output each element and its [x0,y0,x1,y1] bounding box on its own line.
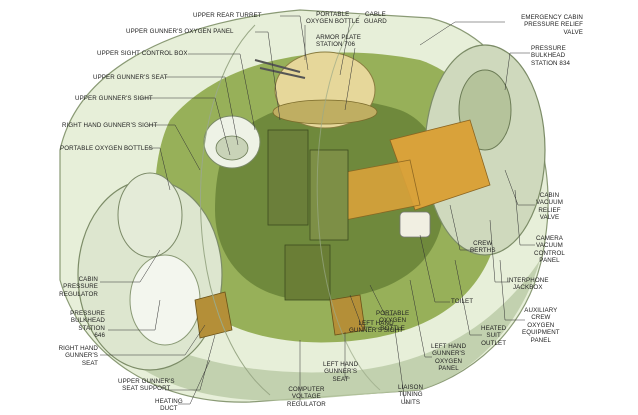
label-upper-gunners-seat: UPPER GUNNER'S SEAT [93,74,168,81]
label-cable-guard: CABLE GUARD [364,11,387,26]
label-portable-oxygen-bottle-low: PORTABLE OXYGEN BOTTLE [376,310,410,332]
label-interphone-jackbox: INTERPHONE JACKBOX [507,277,549,292]
upper-sight-inner [215,135,249,161]
label-portable-oxygen-bottles: PORTABLE OXYGEN BOTTLES [60,145,153,152]
label-cabin-vacuum-relief-valve: CABIN VACUUM RELIEF VALVE [536,192,563,222]
label-upper-rear-turret: UPPER REAR TURRET [193,12,262,19]
label-computer-voltage-regulator: COMPUTER VOLTAGE REGULATOR [287,386,326,408]
label-toilet: TOILET [451,298,474,305]
equipment-rack-3 [284,244,331,301]
hull-rib-1 [200,24,271,396]
label-armor-plate-station: ARMOR PLATE STATION 706 [316,34,361,49]
label-heating-duct: HEATING DUCT [155,398,183,413]
label-upper-gunners-oxygen-panel: UPPER GUNNER'S OXYGEN PANEL [126,28,234,35]
equipment-rack-2 [309,149,349,241]
label-heated-suit-outlet: HEATED SUIT OUTLET [481,325,507,347]
label-upper-gunners-sight: UPPER GUNNER'S SIGHT [75,95,153,102]
turret-gun-2 [259,67,306,79]
label-right-hand-gunners-seat: RIGHT HAND GUNNER'S SEAT [58,345,98,367]
label-upper-gunners-seat-support: UPPER GUNNER'S SEAT SUPPORT [118,378,175,393]
forward-bulkhead-hatch [129,254,201,346]
hull-rib-2 [316,14,381,391]
label-left-hand-gunners-sight: LEFT HAND GUNNER'S SIGHT [349,320,404,335]
label-portable-oxygen-bottle-top: PORTABLE OXYGEN BOTTLE [306,11,360,26]
label-upper-sight-control-box: UPPER SIGHT CONTROL BOX [97,50,188,57]
label-left-hand-gunners-oxygen-panel: LEFT HAND GUNNER'S OXYGEN PANEL [431,343,467,373]
rh-sight-blister [117,172,183,258]
label-pressure-bulkhead-834: PRESSURE BULKHEAD STATION 834 [531,45,571,67]
label-auxiliary-crew-oxygen-panel: AUXILIARY CREW OXYGEN EQUIPMENT PANEL [522,307,560,344]
label-cabin-pressure-regulator: CABIN PRESSURE REGULATOR [59,276,98,298]
label-camera-vacuum-control-panel: CAMERA VACUUM CONTROL PANEL [534,235,565,265]
label-right-hand-gunners-sight: RIGHT HAND GUNNER'S SIGHT [62,122,158,129]
label-emergency-cabin-pressure-relief-valve: EMERGENCY CABIN PRESSURE RELIEF VALVE [521,14,583,36]
label-crew-berths: CREW BERTHS [470,240,496,255]
toilet-shape [399,211,431,238]
turret-gun-1 [254,59,301,73]
leader-lines [100,15,535,405]
hull-shadow [80,260,540,401]
label-pressure-bulkhead-646: PRESSURE BULKHEAD STATION 646 [70,310,105,340]
upper-turret-ring [272,99,378,125]
equipment-rack-1 [267,129,309,226]
label-liaison-tuning-units: LIAISON TUNING UNITS [398,384,424,406]
label-left-hand-gunners-seat: LEFT HAND GUNNER'S SEAT [323,361,359,383]
